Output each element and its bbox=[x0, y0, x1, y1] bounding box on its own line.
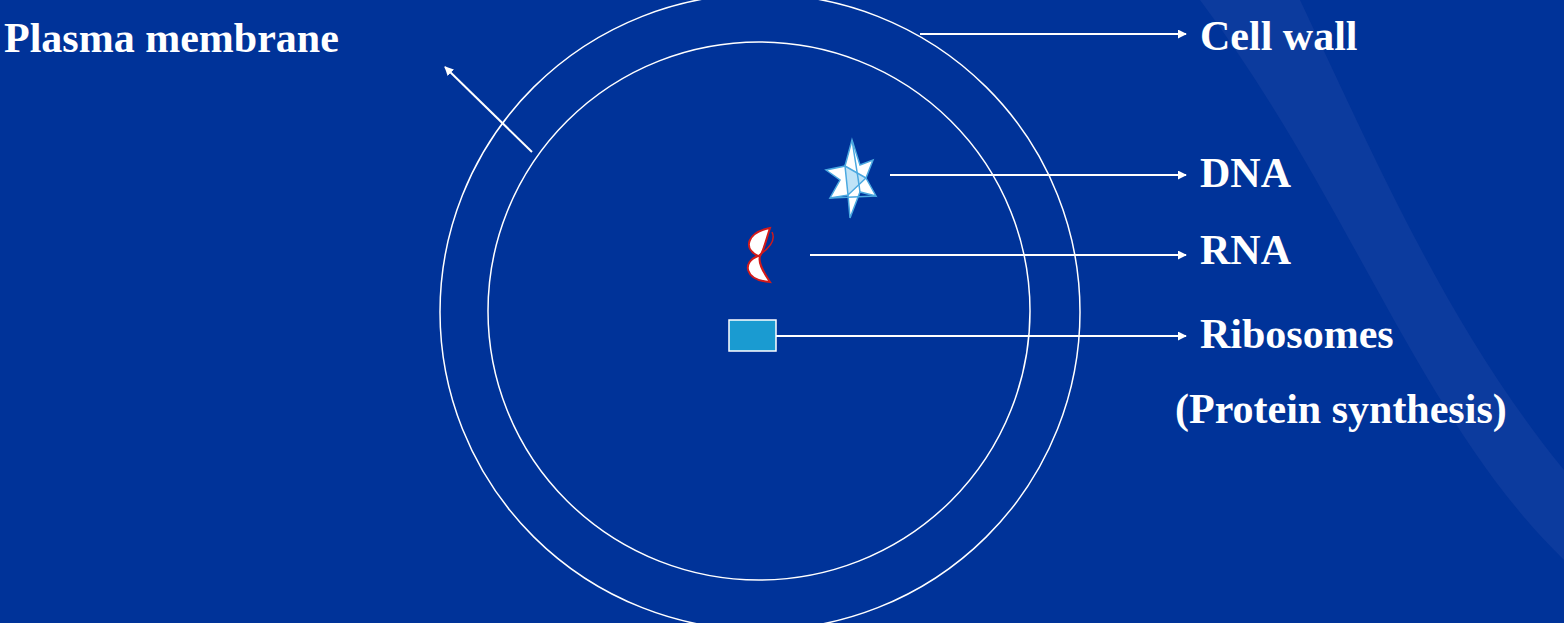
part-label: DNA bbox=[1200, 142, 1291, 204]
leader-arrow bbox=[445, 67, 532, 152]
leader-arrow bbox=[890, 174, 1186, 176]
rna-symbol bbox=[748, 228, 773, 282]
ribosome-symbol bbox=[729, 320, 776, 351]
cell-wall-outline bbox=[440, 0, 1080, 623]
part-label: RNA bbox=[1200, 219, 1291, 281]
leader-arrow bbox=[810, 254, 1186, 256]
part-label: Plasma membrane bbox=[4, 7, 339, 69]
function-note: (Protein synthesis) bbox=[1175, 378, 1559, 440]
leader-arrow bbox=[762, 335, 1186, 337]
leader-arrow bbox=[920, 33, 1186, 35]
plasma-membrane-outline bbox=[488, 42, 1030, 580]
background-swoosh bbox=[1200, 0, 1564, 560]
dna-symbol bbox=[826, 140, 876, 218]
part-label: Ribosomes bbox=[1200, 303, 1394, 365]
part-label: Cell wall bbox=[1200, 5, 1357, 67]
